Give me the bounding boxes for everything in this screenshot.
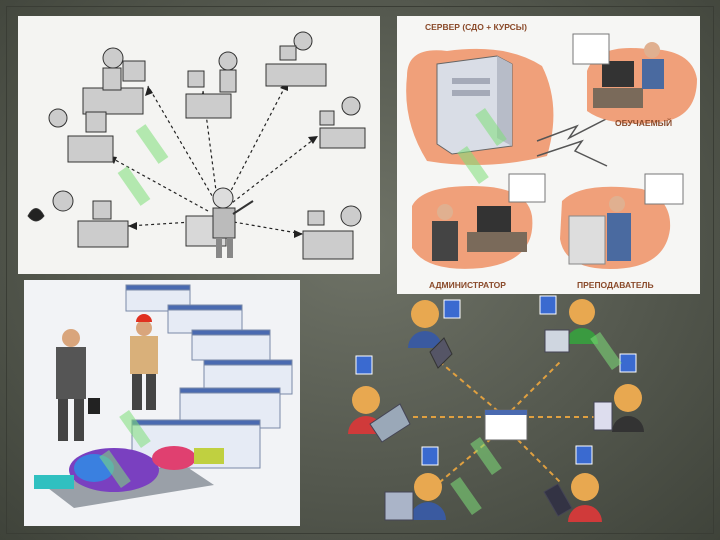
student-at-computer-icon: [82, 47, 146, 115]
cartoon-network-panel: [18, 16, 380, 274]
businessman-icon: [56, 329, 100, 441]
user-network-panel: [300, 292, 710, 526]
business-panel: [24, 280, 300, 526]
worker-icon: [130, 314, 158, 410]
calendar-window-icon: [644, 173, 684, 205]
admin-figure-icon: [432, 204, 527, 261]
watermark-logo-3: [99, 409, 151, 489]
user-avatar-icon: [348, 299, 644, 522]
central-window-icon: [484, 409, 528, 441]
checkbox-icon: [355, 295, 637, 466]
student-figure-icon: [593, 42, 664, 108]
watermark-logo: [117, 124, 169, 206]
server-label: СЕРВЕР (СДО + КУРСЫ): [425, 22, 527, 32]
pda-icon: [384, 329, 613, 521]
teacher-figure-icon: [185, 187, 254, 258]
admin-window-icon: [508, 173, 546, 203]
admin-label: АДМИНИСТРАТОР: [429, 280, 506, 290]
laptop-icon: [369, 337, 453, 443]
slide-frame: [6, 6, 714, 534]
watermark-logo-4: [450, 331, 622, 516]
teacher-figure-icon-2: [568, 196, 631, 265]
student-label: ОБУЧАЕМЫЙ: [615, 117, 672, 128]
shapes-window-icon: [572, 33, 610, 65]
turbine-model-icon: [34, 446, 224, 508]
teacher-label: ПРЕПОДАВАТЕЛЬ: [577, 280, 654, 290]
server-diagram-panel: СЕРВЕР (СДО + КУРСЫ) ОБУЧАЕМЫЙ АДМИНИСТР…: [397, 16, 700, 294]
watermark-logo-2: [457, 107, 507, 185]
